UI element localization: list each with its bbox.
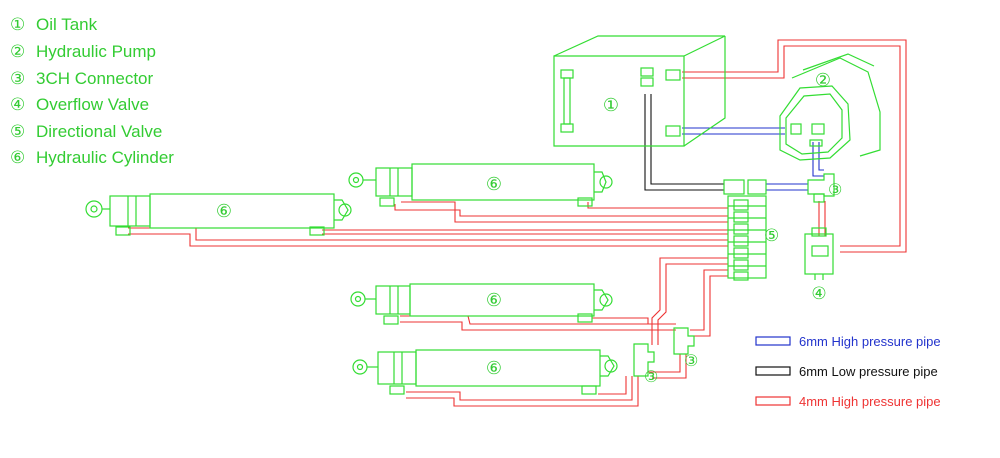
pipe-swatch-red: [755, 396, 791, 406]
pipe-legend-label: 6mm High pressure pipe: [799, 334, 941, 349]
overflow-valve: ④: [804, 227, 834, 303]
legend-label: Overflow Valve: [36, 95, 149, 114]
legend-item-hydraulic-cylinder: ⑥ Hydraulic Cylinder: [10, 148, 174, 167]
blue-pipes: [682, 127, 824, 191]
legend-symbol: ④: [10, 95, 25, 114]
component-legend: ① Oil Tank ② Hydraulic Pump ③ 3CH Connec…: [10, 15, 174, 167]
legend-item-3ch-connector: ③ 3CH Connector: [10, 69, 154, 88]
cylinder-marker: ⑥: [486, 174, 502, 194]
hydraulic-cylinder-middle: ⑥: [350, 283, 613, 325]
red-pipes: [128, 39, 907, 407]
legend-item-hydraulic-pump: ② Hydraulic Pump: [10, 42, 156, 61]
connector-top: ③: [807, 173, 842, 203]
legend-label: Directional Valve: [36, 122, 162, 141]
legend-symbol: ①: [10, 15, 25, 34]
legend-item-oil-tank: ① Oil Tank: [10, 15, 98, 34]
pipe-legend-label: 6mm Low pressure pipe: [799, 364, 938, 379]
black-pipes: [644, 94, 724, 191]
legend-label: Oil Tank: [36, 15, 98, 34]
legend-symbol: ⑤: [10, 122, 25, 141]
connector-marker: ③: [644, 369, 658, 386]
connector-marker: ③: [828, 182, 842, 199]
pump-marker: ②: [815, 70, 831, 90]
pipe-legend-item: 6mm High pressure pipe: [755, 334, 941, 349]
legend-symbol: ⑥: [10, 148, 25, 167]
pipe-legend-label: 4mm High pressure pipe: [799, 394, 941, 409]
hydraulic-cylinder-long: ⑥: [85, 193, 352, 236]
directional-valve: ⑤: [723, 179, 779, 281]
connector-marker: ③: [684, 353, 698, 370]
legend-symbol: ②: [10, 42, 25, 61]
pipe-legend: 6mm High pressure pipe 6mm Low pressure …: [755, 334, 941, 409]
hydraulic-cylinder-lower: ⑥: [352, 349, 618, 395]
legend-label: 3CH Connector: [36, 69, 154, 88]
pipe-legend-item: 4mm High pressure pipe: [755, 394, 941, 409]
overflow-marker: ④: [811, 284, 826, 303]
connector-middle: ③: [673, 327, 698, 370]
legend-label: Hydraulic Pump: [36, 42, 156, 61]
cylinder-marker: ⑥: [486, 358, 502, 378]
pipe-legend-item: 6mm Low pressure pipe: [755, 364, 938, 379]
oil-tank: ①: [553, 35, 726, 147]
pipe-swatch-black: [755, 366, 791, 376]
legend-item-overflow-valve: ④ Overflow Valve: [10, 95, 149, 114]
legend-symbol: ③: [10, 69, 25, 88]
connector-bottom: ③: [633, 343, 658, 386]
cylinder-marker: ⑥: [216, 201, 232, 221]
legend-item-directional-valve: ⑤ Directional Valve: [10, 122, 162, 141]
hydraulic-cylinder-upper: ⑥: [348, 163, 613, 207]
legend-label: Hydraulic Cylinder: [36, 148, 174, 167]
valve-marker: ⑤: [764, 226, 779, 245]
cylinder-marker: ⑥: [486, 290, 502, 310]
pipe-swatch-blue: [755, 336, 791, 346]
tank-marker: ①: [603, 95, 619, 115]
hydraulic-pump: ②: [779, 53, 881, 161]
